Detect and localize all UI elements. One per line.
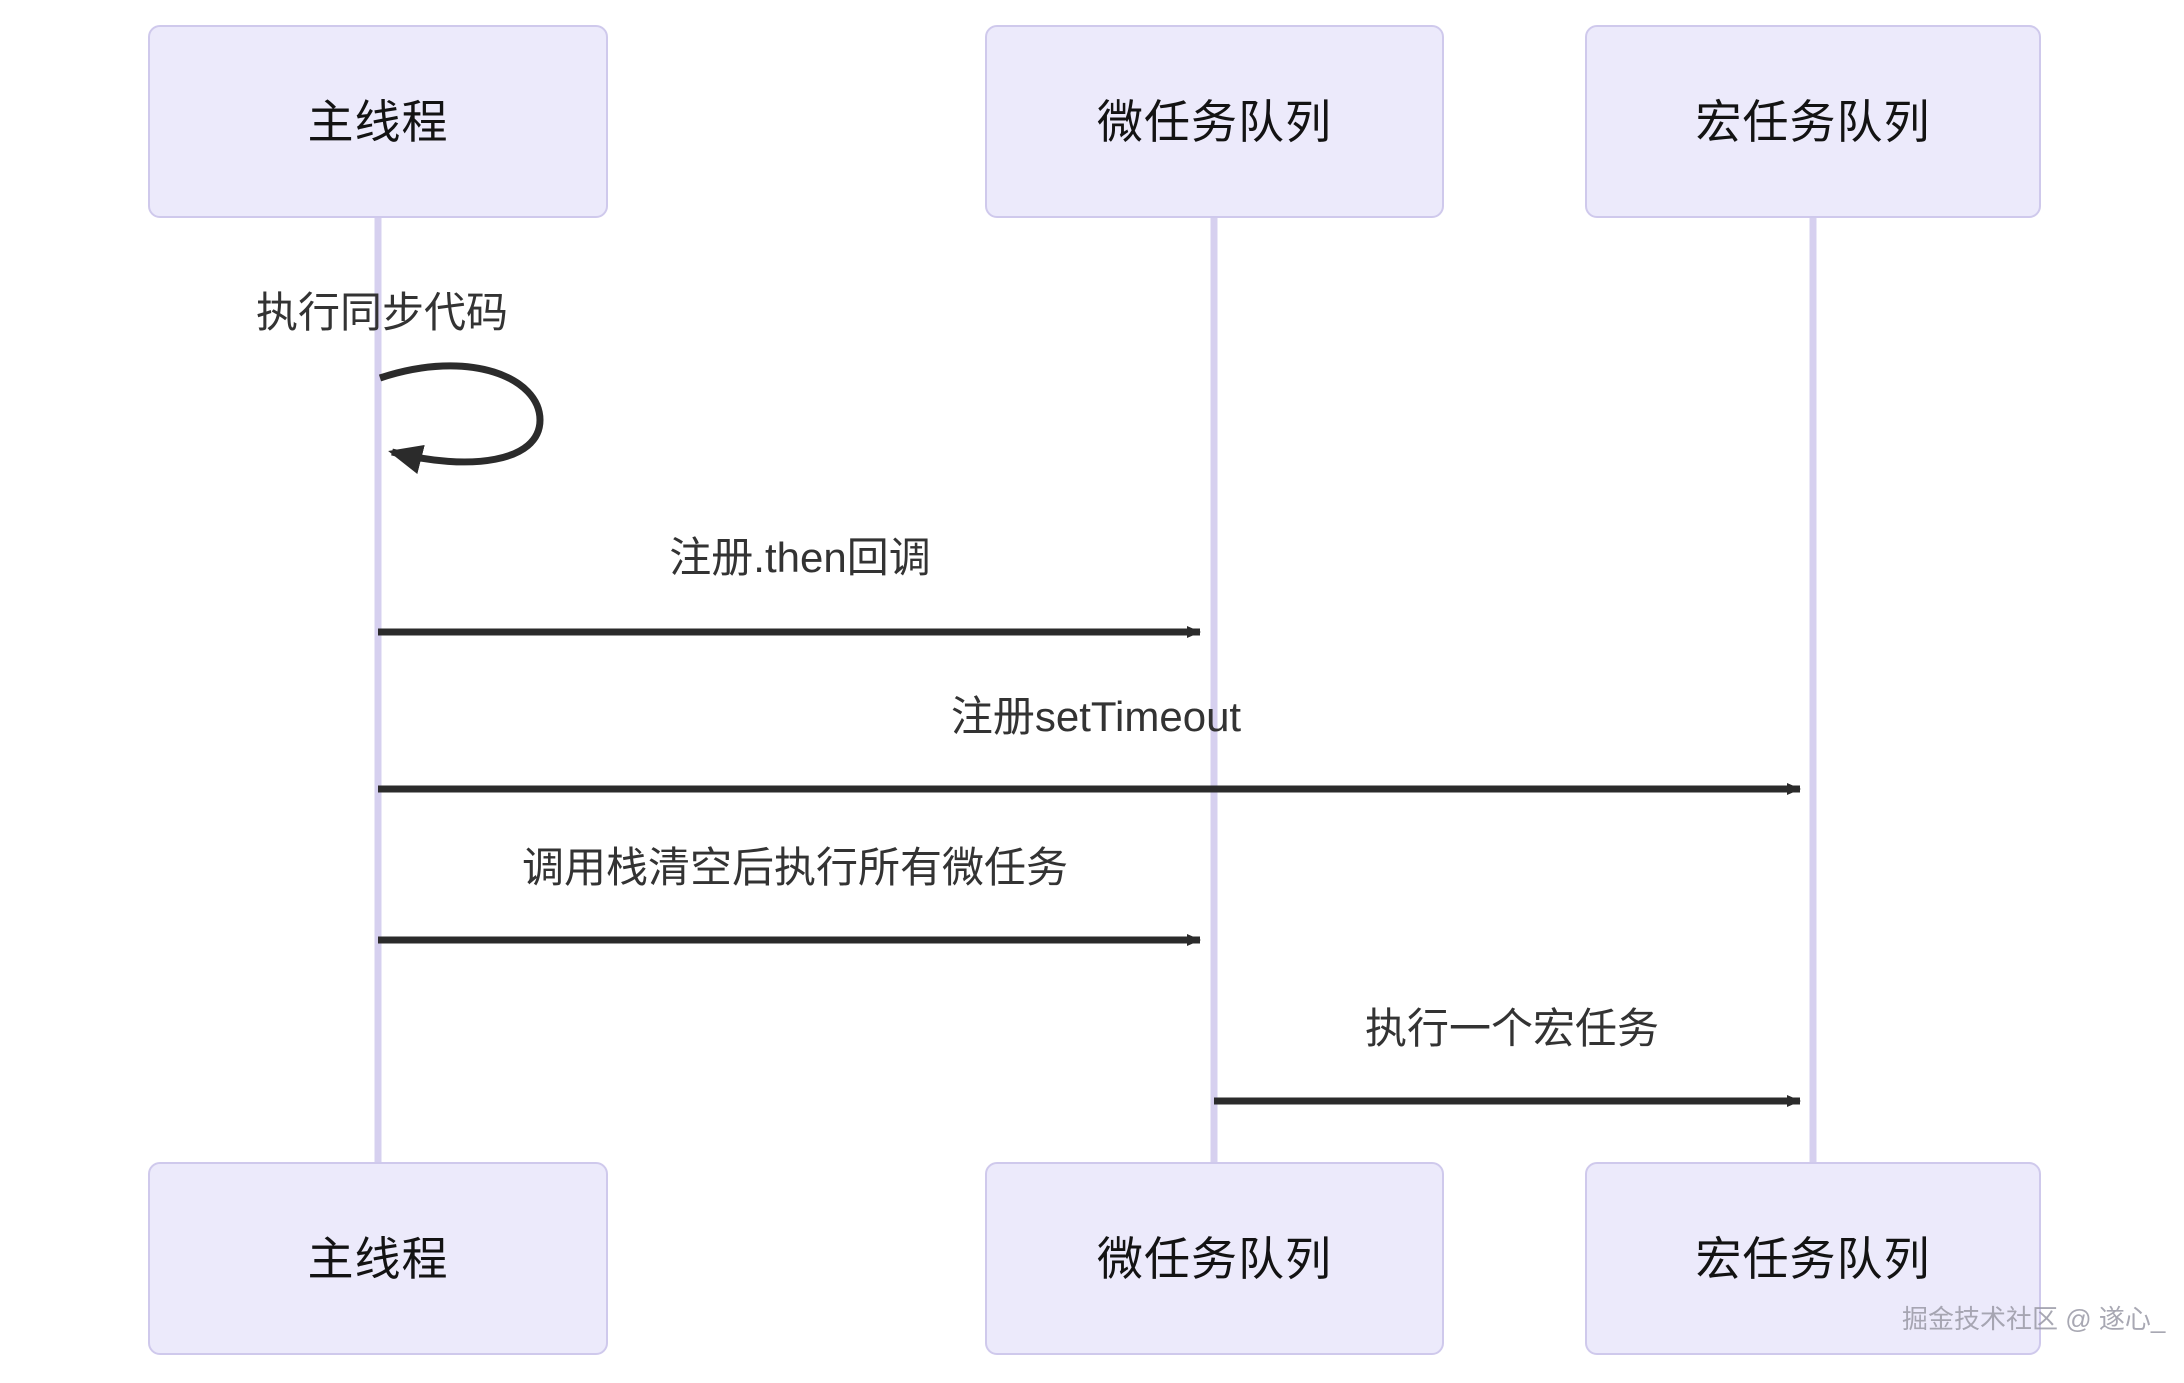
actor-label-microtask-queue-bottom: 微任务队列 (1097, 1232, 1332, 1285)
actor-label-main-thread-bottom: 主线程 (307, 1232, 449, 1285)
message-label-flush-microtasks: 调用栈清空后执行所有微任务 (521, 844, 1069, 891)
watermark-text: 掘金技术社区 @ 遂心_ (1902, 1304, 2166, 1334)
actor-label-microtask-queue-top: 微任务队列 (1097, 95, 1332, 148)
message-label-register-settimeout: 注册setTimeout (950, 693, 1242, 740)
message-label-execute-sync-code: 执行同步代码 (255, 289, 509, 336)
actor-box-main-thread-bottom[interactable]: 主线程 (148, 1162, 608, 1355)
actor-box-microtask-queue-bottom[interactable]: 微任务队列 (985, 1162, 1444, 1355)
actor-label-macrotask-queue-top: 宏任务队列 (1695, 95, 1931, 148)
actor-box-main-thread-top[interactable]: 主线程 (148, 25, 608, 218)
actor-box-microtask-queue-top[interactable]: 微任务队列 (985, 25, 1444, 218)
actor-label-macrotask-queue-bottom: 宏任务队列 (1695, 1232, 1931, 1285)
lifeline-group (374, 218, 1817, 1164)
message-label-register-then: 注册.then回调 (669, 534, 931, 581)
actor-box-macrotask-queue-top[interactable]: 宏任务队列 (1585, 25, 2041, 218)
actor-box-macrotask-queue-bottom[interactable]: 宏任务队列 (1585, 1162, 2041, 1355)
actor-label-main-thread-top: 主线程 (307, 95, 449, 148)
message-label-run-one-macrotask: 执行一个宏任务 (1364, 1005, 1660, 1052)
message-arrow-self-loop (378, 362, 544, 474)
